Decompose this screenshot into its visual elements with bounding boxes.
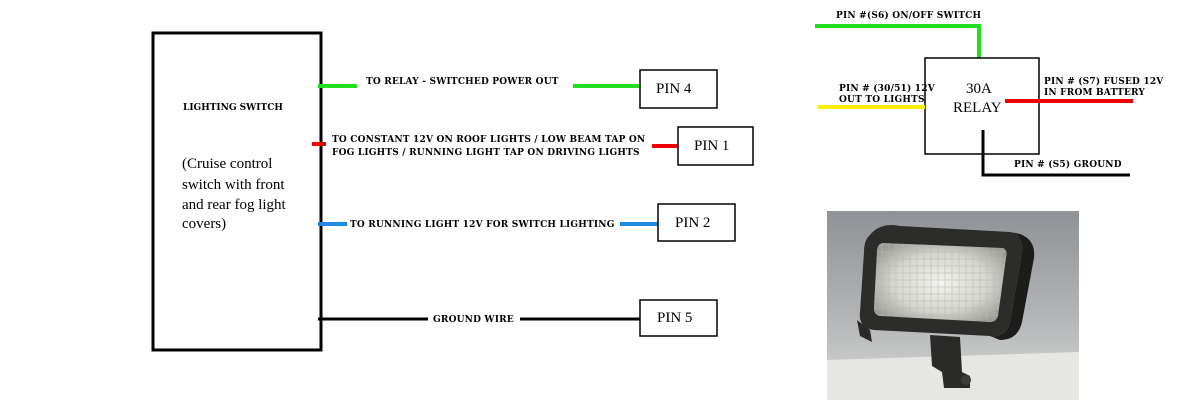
wire-pin-5: GROUND WIRE PIN 5 (318, 299, 718, 337)
relay-title: RELAY (953, 100, 1002, 116)
relay-label-s30: OUT TO LIGHTS (839, 95, 925, 105)
wire-pin-2: TO RUNNING LIGHT 12V FOR SWITCH LIGHTING… (318, 203, 736, 242)
wire-label: TO RUNNING LIGHT 12V FOR SWITCH LIGHTING (350, 220, 615, 230)
pin-label: PIN 5 (657, 310, 692, 326)
relay-section: PIN #(S6) ON/OFF SWITCH 30A RELAY PIN # … (815, 10, 1164, 177)
lamp-lens-pattern (874, 243, 1007, 322)
bracket-bolt (961, 375, 971, 385)
wire-label: TO RELAY - SWITCHED POWER OUT (366, 77, 559, 87)
lighting-switch: LIGHTING SWITCH (Cruise control switch w… (151, 31, 323, 352)
wire-pin-1: TO CONSTANT 12V ON ROOF LIGHTS / LOW BEA… (312, 126, 754, 166)
wire-label: TO CONSTANT 12V ON ROOF LIGHTS / LOW BEA… (332, 135, 645, 145)
wire-pin-4: TO RELAY - SWITCHED POWER OUT PIN 4 (318, 69, 718, 109)
switch-note-line: and rear fog light (182, 197, 287, 213)
pin-label: PIN 1 (694, 138, 729, 154)
pin-label: PIN 2 (675, 215, 710, 231)
switch-box (151, 31, 323, 352)
pin-box (657, 203, 736, 242)
pin-box (677, 126, 754, 166)
relay-wire-s5 (981, 130, 1130, 177)
lamp-foot (857, 320, 872, 342)
relay-label-s30: PIN # (30/51) 12V (839, 83, 936, 94)
relay-label-s7: PIN # (S7) FUSED 12V (1044, 76, 1164, 87)
relay-label-s5: PIN # (S5) GROUND (1014, 159, 1122, 170)
lamp-housing-side (990, 232, 1035, 340)
pin-box (639, 69, 718, 109)
switch-title: LIGHTING SWITCH (183, 103, 283, 113)
wire-label: GROUND WIRE (433, 315, 514, 325)
fog-light-photo (827, 211, 1079, 400)
relay-label-s6: PIN #(S6) ON/OFF SWITCH (836, 10, 981, 21)
switch-note-line: (Cruise control (182, 156, 272, 172)
relay-wire-s6 (815, 24, 981, 58)
wire-label: FOG LIGHTS / RUNNING LIGHT TAP ON DRIVIN… (332, 148, 640, 158)
lamp-bracket (930, 335, 970, 388)
pin-label: PIN 4 (656, 81, 692, 97)
switch-note-line: covers) (182, 216, 226, 232)
pin-box (639, 299, 718, 337)
relay-amperage: 30A (966, 81, 992, 97)
relay-label-s7: IN FROM BATTERY (1044, 88, 1145, 98)
switch-note-line: switch with front (182, 177, 285, 193)
